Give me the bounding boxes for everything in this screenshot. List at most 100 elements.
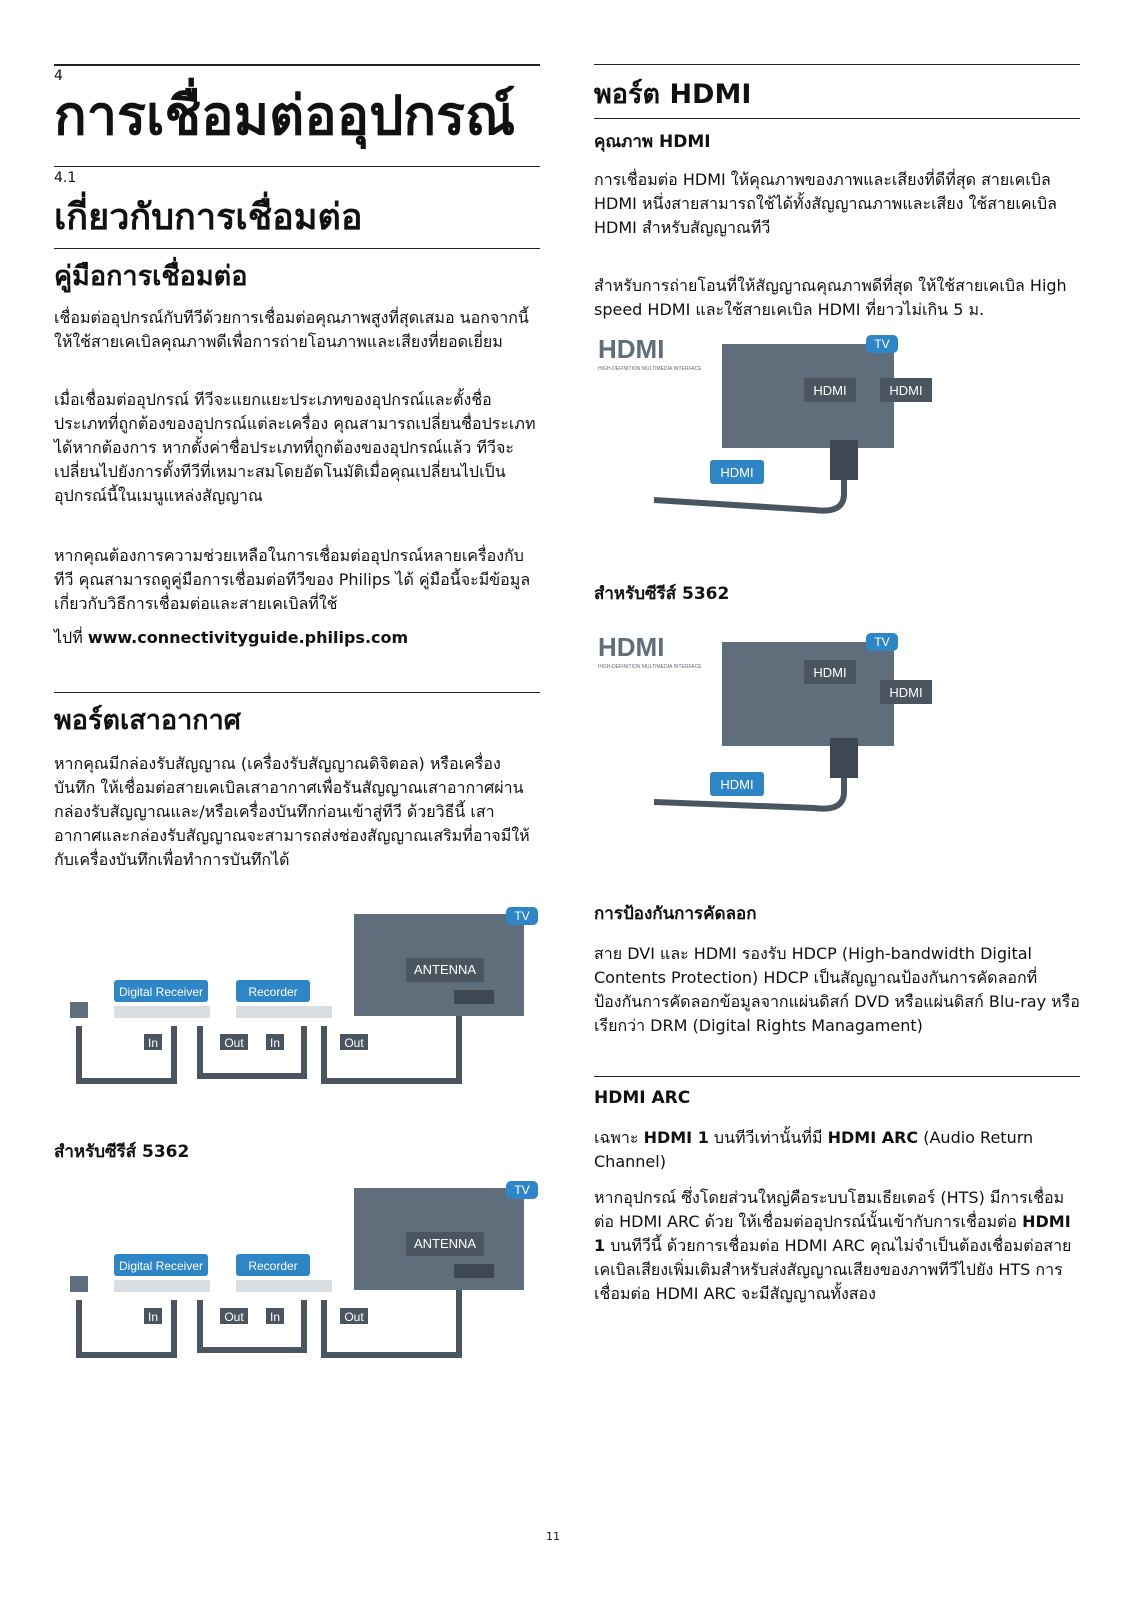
recorder-label: Recorder [248, 985, 297, 999]
copy-protection-title: การป้องกันการคัดลอก [594, 904, 757, 924]
in-label-2: In [270, 1310, 280, 1324]
hdmi-logo-subtitle: HIGH-DEFINITION MULTIMEDIA INTERFACE [598, 366, 702, 372]
arc-paragraph-1: เฉพาะ HDMI 1 บนทีวีเท่านั้นที่มี HDMI AR… [594, 1126, 1080, 1174]
hdmi-diagram: HDMI HIGH-DEFINITION MULTIMEDIA INTERFAC… [594, 334, 1080, 524]
hdmi-port-label-1: HDMI [813, 383, 846, 398]
in-tag-2 [266, 1034, 284, 1050]
receiver-badge [114, 1254, 208, 1276]
hdmi-port-label-2: HDMI [889, 383, 922, 398]
hdmi-port-label-1-bg [804, 660, 856, 684]
connectivity-guide-link[interactable]: www.connectivityguide.philips.com [87, 628, 409, 647]
hdmi-quality-rule [594, 118, 1080, 119]
tv-body [722, 642, 894, 746]
hdmi-logo-subtitle: HIGH-DEFINITION MULTIMEDIA INTERFACE [598, 664, 702, 670]
antenna-port-label-bg [406, 1232, 484, 1256]
chapter-number: 4 [54, 68, 63, 84]
page-number: 11 [546, 1530, 560, 1543]
arc-rule [594, 1076, 1080, 1077]
arc-title: HDMI ARC [594, 1088, 691, 1108]
hdmi-cable [653, 778, 847, 812]
hdmi-port-label-2-bg [880, 378, 932, 402]
in-label-2: In [270, 1036, 280, 1050]
hdmi-logo: HDMI [598, 632, 664, 662]
receiver-badge [114, 980, 208, 1002]
hdmi-logo: HDMI [598, 334, 664, 364]
tv-badge-label: TV [874, 635, 889, 649]
hdmi-cable-badge [710, 460, 764, 484]
antenna-diagram-5362: TV ANTENNA Digital Receiver Recorder In … [54, 1180, 540, 1378]
in-label-1: In [148, 1310, 158, 1324]
section-rule [54, 166, 540, 167]
guide-rule [54, 248, 540, 249]
out-tag-1 [220, 1034, 248, 1050]
out-tag-2 [340, 1034, 368, 1050]
hdmi-diagram-5362: HDMI HIGH-DEFINITION MULTIMEDIA INTERFAC… [594, 632, 1080, 822]
arc-paragraph-2: หากอุปกรณ์ ซึ่งโดยส่วนใหญ่คือระบบโฮมเธีย… [594, 1186, 1080, 1306]
tv-antenna-jack [454, 990, 494, 1004]
out-tag-1 [220, 1308, 248, 1324]
recorder-badge [236, 980, 310, 1002]
out-label-1: Out [224, 1310, 244, 1324]
hdmi-title: พอร์ต HDMI [594, 79, 752, 110]
antenna-port-label-bg [406, 958, 484, 982]
coax-cables [76, 1290, 462, 1358]
antenna-port-label: ANTENNA [414, 962, 476, 977]
hdmi-port-label-1-bg [804, 378, 856, 402]
hdmi-cable-label: HDMI [720, 777, 753, 792]
receiver-label: Digital Receiver [119, 985, 203, 999]
recorder-badge [236, 1254, 310, 1276]
hdmi-diagram-5362-svg: HDMI HIGH-DEFINITION MULTIMEDIA INTERFAC… [598, 632, 932, 812]
guide-link-prefix: ไปที่ [54, 628, 88, 647]
out-label-2: Out [344, 1036, 364, 1050]
tv-antenna-jack [454, 1264, 494, 1278]
arc-p1-hdmi-arc: HDMI ARC [827, 1128, 919, 1147]
out-tag-2 [340, 1308, 368, 1324]
guide-paragraph-1: เชื่อมต่ออุปกรณ์กับทีวีด้วยการเชื่อมต่อค… [54, 308, 529, 351]
recorder-device [236, 1006, 332, 1018]
out-label-2: Out [344, 1310, 364, 1324]
receiver-label: Digital Receiver [119, 1259, 203, 1273]
tv-badge-label: TV [874, 337, 889, 351]
arc-p1-hdmi1: HDMI 1 [643, 1128, 709, 1147]
guide-link-line: ไปที่ www.connectivityguide.philips.com [54, 626, 540, 650]
antenna-diagram-svg: TV ANTENNA Digital Receiver Recorder In … [70, 907, 538, 1084]
in-tag-1 [144, 1308, 162, 1324]
tv-badge [866, 633, 898, 651]
receiver-device [114, 1280, 210, 1292]
arc-p2-text-c: บนทีวีนี้ ด้วยการเชื่อมต่อ HDMI ARC คุณไ… [594, 1236, 1072, 1303]
hdmi-quality-paragraph-1: การเชื่อมต่อ HDMI ให้คุณภาพของภาพและเสีย… [594, 170, 1057, 237]
recorder-label: Recorder [248, 1259, 297, 1273]
antenna-port-label: ANTENNA [414, 1236, 476, 1251]
antenna-diagram-5362-svg: TV ANTENNA Digital Receiver Recorder In … [70, 1181, 538, 1358]
coax-cables [76, 1016, 462, 1084]
hdmi-port-label-2-bg [880, 680, 932, 704]
hdmi-quality-paragraph-2: สำหรับการถ่ายโอนที่ให้สัญญาณคุณภาพดีที่ส… [594, 276, 1067, 319]
tv-badge [506, 907, 538, 925]
tv-badge [506, 1181, 538, 1199]
receiver-device [114, 1006, 210, 1018]
hdmi-plug [830, 738, 858, 778]
in-label-1: In [148, 1036, 158, 1050]
copy-protection-paragraph: สาย DVI และ HDMI รองรับ HDCP (High-bandw… [594, 944, 1080, 1035]
tv-badge-label: TV [514, 909, 529, 923]
guide-title: คู่มือการเชื่อมต่อ [54, 261, 248, 292]
antenna-series-caption: สำหรับซีรีส์ 5362 [54, 1142, 190, 1162]
recorder-device [236, 1280, 332, 1292]
in-tag-2 [266, 1308, 284, 1324]
arc-p1-text-e: (Audio Return Channel) [594, 1128, 1034, 1171]
antenna-paragraph: หากคุณมีกล่องรับสัญญาณ (เครื่องรับสัญญาณ… [54, 754, 530, 869]
in-tag-1 [144, 1034, 162, 1050]
section-title: เกี่ยวกับการเชื่อมต่อ [54, 197, 363, 238]
hdmi-diagram-svg: HDMI HIGH-DEFINITION MULTIMEDIA INTERFAC… [598, 334, 932, 514]
hdmi-rule [594, 64, 1080, 65]
hdmi-series-caption: สำหรับซีรีส์ 5362 [594, 584, 730, 604]
hdmi-cable [653, 480, 847, 514]
hdmi-port-label-1: HDMI [813, 665, 846, 680]
guide-paragraph-2: เมื่อเชื่อมต่ออุปกรณ์ ทีวีจะแยกแยะประเภท… [54, 390, 536, 505]
hdmi-cable-label: HDMI [720, 465, 753, 480]
hdmi-port-label-2: HDMI [889, 685, 922, 700]
hdmi-plug [830, 440, 858, 480]
guide-paragraph-3: หากคุณต้องการความช่วยเหลือในการเชื่อมต่อ… [54, 546, 531, 613]
wall-antenna-icon [70, 1002, 88, 1018]
tv-badge [866, 335, 898, 353]
